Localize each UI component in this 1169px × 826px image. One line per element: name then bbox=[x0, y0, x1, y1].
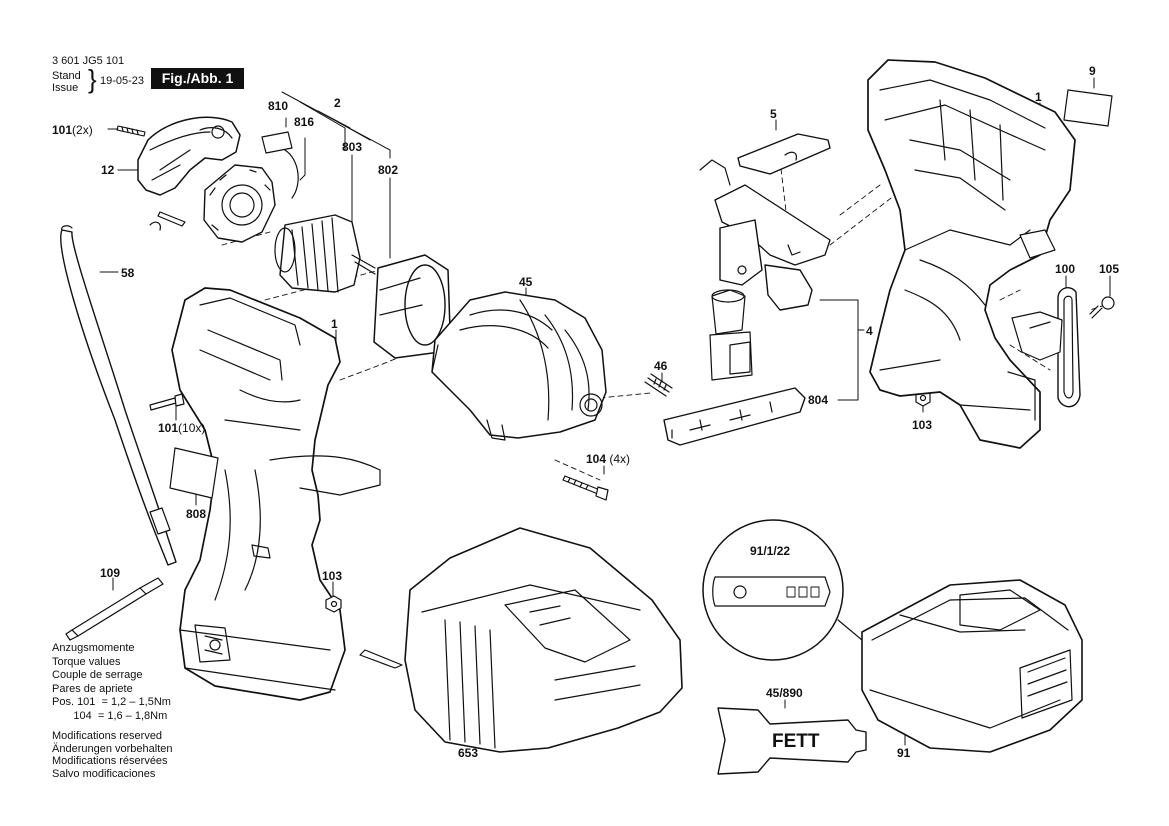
part-label-816: 816 bbox=[294, 115, 315, 129]
modification-note-line: Modifications reserved bbox=[52, 730, 163, 742]
part-label-103-mid: 103 bbox=[322, 569, 343, 583]
charger-653 bbox=[359, 527, 683, 753]
bit-109 bbox=[65, 577, 164, 641]
part-label-91: 91 bbox=[897, 746, 911, 760]
battery-91 bbox=[861, 579, 1083, 753]
part-label-2: 2 bbox=[334, 96, 341, 110]
issue-date: 19-05-23 bbox=[100, 75, 145, 87]
slider-5 bbox=[737, 133, 831, 175]
part-label-810: 810 bbox=[268, 99, 289, 113]
part-label-804: 804 bbox=[808, 393, 829, 407]
modification-note-line: Modifications réservées bbox=[52, 755, 168, 767]
torque-note-line: Pares de apriete bbox=[52, 682, 133, 695]
magnified-detail bbox=[702, 519, 863, 661]
screw-101-mid bbox=[149, 393, 185, 411]
strap-58 bbox=[60, 225, 177, 566]
torque-note-line: Torque values bbox=[52, 655, 121, 668]
nut-103-mid bbox=[325, 595, 342, 613]
grease-tube bbox=[717, 707, 867, 775]
part-label-46: 46 bbox=[654, 359, 668, 373]
part-label-101-mid: 101(10x) bbox=[158, 421, 206, 435]
torque-note-line: Anzugsmomente bbox=[52, 642, 135, 654]
label-9 bbox=[1063, 89, 1113, 127]
part-label-103-right: 103 bbox=[912, 418, 933, 432]
brush-parts-810-816 bbox=[261, 131, 299, 199]
gear-housing-45 bbox=[431, 291, 607, 441]
modification-note-line: Änderungen vorbehalten bbox=[52, 742, 173, 755]
part-label-1-right: 1 bbox=[1035, 90, 1042, 104]
part-label-5: 5 bbox=[770, 107, 777, 121]
circuit-board-804 bbox=[663, 387, 806, 446]
torque-note-line: 104 = 1,6 – 1,8Nm bbox=[52, 709, 168, 722]
part-label-45: 45 bbox=[519, 275, 533, 289]
part-label-803: 803 bbox=[342, 140, 363, 154]
part-label-802: 802 bbox=[378, 163, 399, 177]
modification-notes: Modifications reserved Änderungen vorbeh… bbox=[52, 730, 172, 780]
issue-label: Issue bbox=[52, 82, 79, 94]
screw-101-top bbox=[116, 125, 146, 137]
part-label-4: 4 bbox=[866, 324, 873, 338]
part-label-12: 12 bbox=[101, 163, 115, 177]
label-808 bbox=[169, 447, 219, 499]
part-label-653: 653 bbox=[458, 746, 479, 760]
housing-half-right bbox=[867, 59, 1076, 449]
stand-label: Stand bbox=[52, 70, 81, 82]
spring-46 bbox=[644, 373, 673, 397]
modification-note-line: Salvo modificaciones bbox=[52, 767, 156, 780]
part-label-9: 9 bbox=[1089, 64, 1096, 78]
part-label-100: 100 bbox=[1055, 262, 1076, 276]
torque-note-line: Couple de serrage bbox=[52, 669, 143, 681]
figure-label: Fig./Abb. 1 bbox=[151, 68, 244, 89]
screw-105 bbox=[1089, 296, 1115, 319]
belt-clip-100 bbox=[1011, 287, 1081, 408]
torque-note-line: Pos. 101 = 1,2 – 1,5Nm bbox=[52, 696, 171, 708]
cover-cap-12 bbox=[137, 116, 241, 231]
screw-104 bbox=[562, 475, 609, 501]
armature-803 bbox=[274, 214, 376, 293]
part-label-105: 105 bbox=[1099, 262, 1120, 276]
part-label-104: 104 (4x) bbox=[586, 452, 631, 466]
part-label-808: 808 bbox=[186, 507, 207, 521]
part-label-1-left: 1 bbox=[331, 317, 338, 331]
motor-endplate bbox=[203, 164, 276, 243]
part-label-109: 109 bbox=[100, 566, 121, 580]
part-label-58: 58 bbox=[121, 266, 135, 280]
switch-4 bbox=[699, 159, 831, 381]
torque-notes: Anzugsmomente Torque values Couple de se… bbox=[52, 642, 171, 723]
header-brace: } bbox=[88, 64, 97, 94]
part-label-101-top: 101(2x) bbox=[52, 123, 93, 137]
housing-half-left bbox=[171, 287, 381, 701]
document-number: 3 601 JG5 101 bbox=[52, 55, 125, 67]
part-label-91-1-22: 91/1/22 bbox=[750, 544, 791, 558]
part-label-45-890: 45/890 bbox=[766, 686, 803, 700]
grease-tube-label: FETT bbox=[772, 731, 820, 752]
